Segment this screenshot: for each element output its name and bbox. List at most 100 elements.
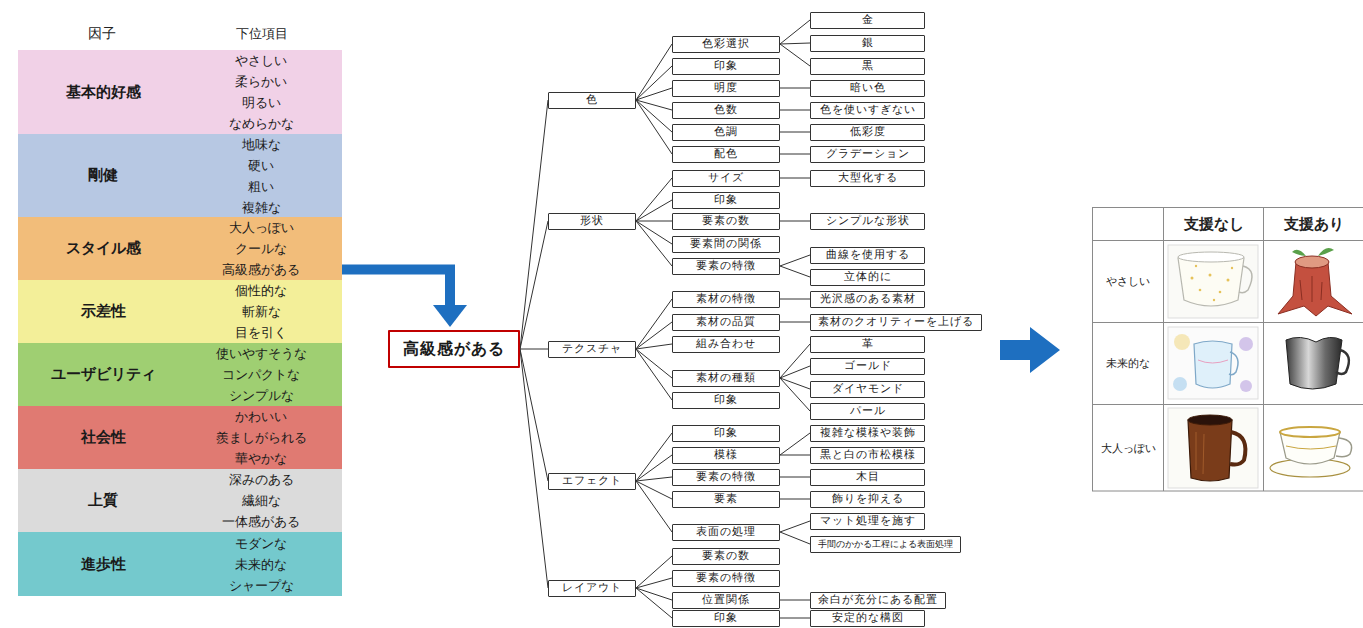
sub-item: 粗い bbox=[248, 176, 274, 197]
connector-line bbox=[636, 578, 672, 588]
box-label: 素材の種類 bbox=[696, 371, 756, 384]
box-label: 黒と白の市松模様 bbox=[820, 448, 916, 461]
connector-line bbox=[780, 618, 810, 619]
subcategory-box: 位置関係 bbox=[672, 592, 780, 609]
connector-line bbox=[636, 299, 672, 349]
row-header: 大人っぽい bbox=[1093, 405, 1163, 491]
connector-line bbox=[780, 532, 810, 544]
teacup-band bbox=[1286, 446, 1336, 449]
item-column: 深みのある繊細な一体感がある bbox=[180, 469, 342, 532]
leaf-box: 曲線を使用する bbox=[810, 247, 925, 264]
factor-name: 社会性 bbox=[18, 406, 188, 469]
arrow-shaft bbox=[342, 270, 450, 307]
sub-item: 羨ましがられる bbox=[216, 427, 307, 448]
sketch-paper bbox=[1168, 408, 1258, 488]
tree-connector bbox=[636, 477, 672, 481]
connector-line bbox=[636, 344, 672, 349]
box-label: 素材の品質 bbox=[696, 315, 756, 328]
table-border bbox=[1093, 208, 1363, 492]
connector-line bbox=[780, 20, 810, 44]
box-label: ダイヤモンド bbox=[832, 382, 904, 395]
tree-connector bbox=[780, 477, 810, 478]
sub-item: 複雑な bbox=[242, 197, 281, 218]
sub-item: 未来的な bbox=[235, 554, 287, 575]
teacup-handle bbox=[1336, 438, 1352, 457]
box-label: 配色 bbox=[714, 147, 738, 160]
factor-band: 示差性個性的な斬新な目を引く bbox=[18, 280, 342, 343]
connector-line bbox=[780, 154, 810, 155]
box-label: シンプルな形状 bbox=[826, 214, 910, 227]
connector-line bbox=[780, 433, 810, 455]
sub-item: 明るい bbox=[242, 92, 281, 113]
tree-connector bbox=[780, 433, 810, 455]
leaf-box: 飾りを抑える bbox=[810, 491, 925, 508]
connector-line bbox=[780, 600, 810, 601]
subcategory-box: 模様 bbox=[672, 447, 780, 464]
tree-connector bbox=[780, 455, 810, 456]
subcategory-box: 要素の特徴 bbox=[672, 570, 780, 587]
connector-line bbox=[636, 588, 672, 600]
box-label: 表面の処理 bbox=[696, 525, 756, 538]
leaf-box: 大型化する bbox=[810, 170, 925, 187]
box-label: 印象 bbox=[714, 426, 738, 439]
glass-body bbox=[1194, 341, 1232, 388]
tree-connector bbox=[636, 66, 672, 100]
sub-item: 斬新な bbox=[242, 301, 281, 322]
block-arrow bbox=[1000, 327, 1060, 373]
tree-connector bbox=[636, 588, 672, 618]
connector-line bbox=[780, 88, 810, 89]
tree-connector bbox=[636, 100, 672, 154]
sub-item: 繊細な bbox=[242, 490, 281, 511]
subcategory-box: 色彩選択 bbox=[672, 36, 780, 53]
tree-connector bbox=[780, 43, 810, 44]
table-line bbox=[1263, 207, 1264, 491]
connector-line bbox=[780, 477, 810, 478]
connector-line bbox=[636, 477, 672, 481]
subcategory-box: 印象 bbox=[672, 610, 780, 627]
metal-handle bbox=[1336, 350, 1349, 374]
sub-item: 地味な bbox=[242, 134, 281, 155]
leaf-box: グラデーション bbox=[810, 146, 925, 163]
cup-sketch bbox=[1168, 245, 1258, 318]
box-label: 要素の特徴 bbox=[696, 259, 756, 272]
tree-connector bbox=[780, 221, 810, 222]
sub-item: やさしい bbox=[235, 50, 287, 71]
connector-line bbox=[636, 481, 672, 499]
box-label: 模様 bbox=[714, 448, 738, 461]
sketch-paper bbox=[1168, 327, 1258, 399]
subcategory-box: 色調 bbox=[672, 124, 780, 141]
box-label: 要素 bbox=[714, 492, 738, 505]
box-label: 手間のかかる工程による表面処理 bbox=[818, 539, 953, 550]
factor-name: 基本的好感 bbox=[18, 50, 188, 134]
box-label: 印象 bbox=[714, 59, 738, 72]
leaf-box: 手間のかかる工程による表面処理 bbox=[810, 536, 961, 553]
box-label: ゴールド bbox=[844, 359, 892, 372]
connector-line bbox=[520, 221, 548, 349]
box-label: 銀 bbox=[862, 36, 874, 49]
connector-line bbox=[780, 344, 810, 378]
leaf-box: 革 bbox=[810, 336, 925, 353]
subcategory-box: 要素 bbox=[672, 491, 780, 508]
box-label: 要素の数 bbox=[702, 214, 750, 227]
connector-line bbox=[636, 221, 672, 266]
table-line bbox=[1092, 322, 1363, 323]
subcategory-box: 要素の数 bbox=[672, 548, 780, 565]
tree-connector bbox=[636, 221, 672, 244]
column-header: 下位項目 bbox=[180, 22, 344, 46]
connector-line bbox=[780, 110, 810, 111]
box-label: エフェクト bbox=[562, 474, 622, 487]
subcategory-box: 印象 bbox=[672, 392, 780, 409]
sub-item: 一体感がある bbox=[222, 511, 300, 532]
connector-line bbox=[636, 588, 672, 618]
box-label: 飾りを抑える bbox=[832, 492, 904, 505]
table-line bbox=[1163, 207, 1164, 491]
box-label: 素材の特徴 bbox=[696, 292, 756, 305]
sub-item: 華やかな bbox=[235, 448, 287, 469]
leaf-box: 銀 bbox=[810, 35, 925, 52]
category-box: 色 bbox=[548, 92, 636, 109]
tree-connector bbox=[520, 349, 548, 350]
box-label: グラデーション bbox=[826, 147, 910, 160]
leaf-box: 木目 bbox=[810, 469, 925, 486]
tree-connector bbox=[780, 266, 810, 277]
teacup-sketch bbox=[1270, 427, 1352, 477]
